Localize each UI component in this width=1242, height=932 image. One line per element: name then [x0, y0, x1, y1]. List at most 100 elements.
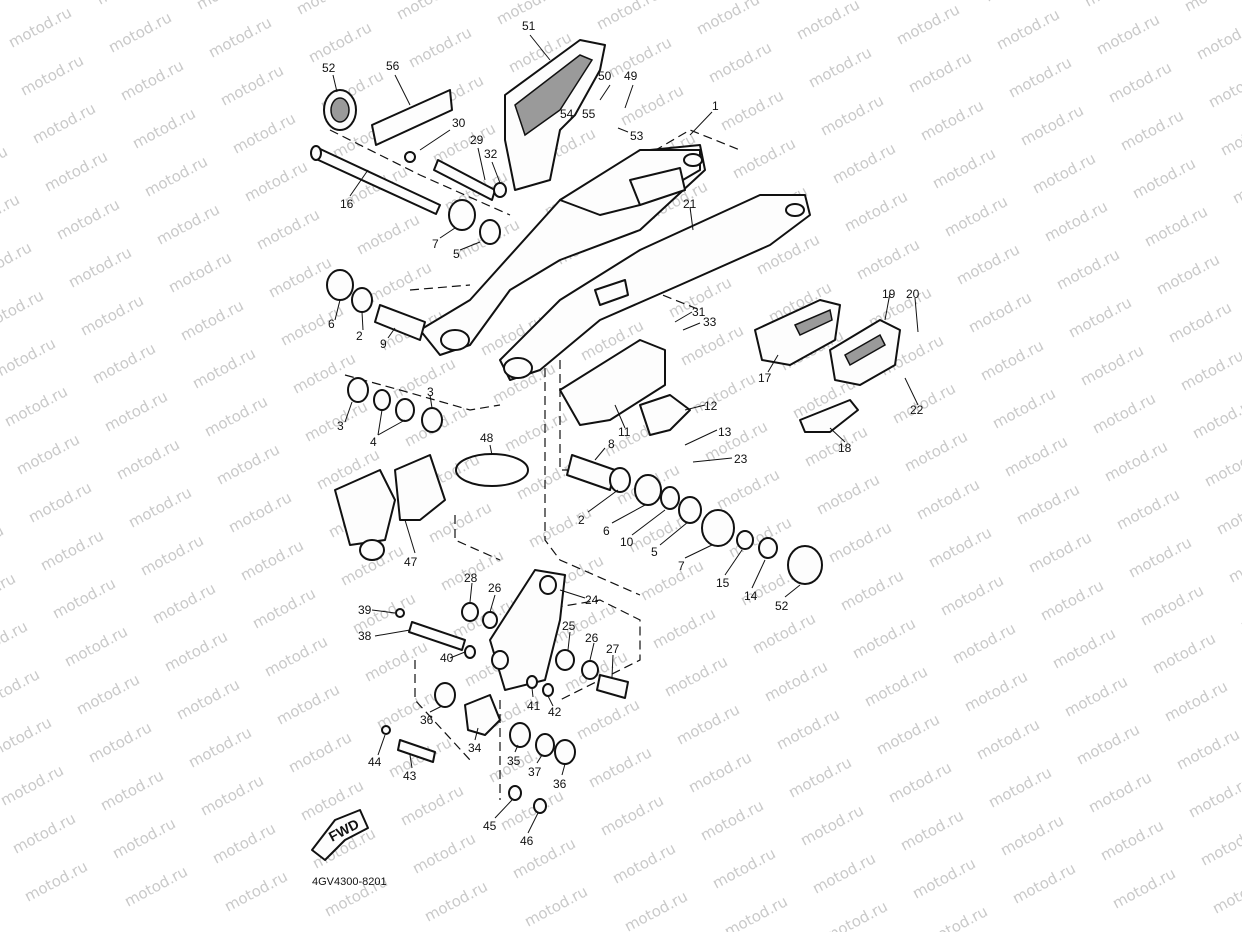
- watermark-text: motod.ru: [221, 867, 290, 915]
- bolts-lower-left: [381, 608, 476, 763]
- callout-41: 41: [527, 699, 541, 713]
- watermark-text: motod.ru: [1101, 437, 1170, 485]
- watermark-text: motod.ru: [253, 205, 322, 253]
- watermark-text: motod.ru: [1001, 432, 1070, 480]
- callout-26-upper: 26: [488, 581, 502, 595]
- callout-1: 1: [712, 99, 719, 113]
- watermark-text: motod.ru: [1041, 197, 1110, 245]
- watermark-text: motod.ru: [797, 801, 866, 849]
- watermark-text: motod.ru: [0, 761, 67, 809]
- callout-8: 8: [608, 437, 615, 451]
- watermark-text: motod.ru: [77, 291, 146, 339]
- watermark-text: motod.ru: [197, 771, 266, 819]
- callout-31: 31: [692, 305, 706, 319]
- watermark-text: motod.ru: [1173, 725, 1242, 773]
- pivot-bearings-right: [566, 454, 823, 585]
- callout-13: 13: [718, 425, 732, 439]
- watermark-text: motod.ru: [525, 503, 594, 551]
- callout-labels: 51 56 52 30 29 32 16 7 5 50 49 54 55 53 …: [322, 19, 924, 848]
- watermark-text: motod.ru: [37, 526, 106, 574]
- watermark-text: motod.ru: [673, 700, 742, 748]
- watermark-text: motod.ru: [917, 96, 986, 144]
- watermark-text: motod.ru: [13, 430, 82, 478]
- watermark-text: motod.ru: [213, 440, 282, 488]
- shock-absorber-part-47: [334, 454, 446, 561]
- watermark-text: motod.ru: [897, 806, 966, 854]
- watermark-text: motod.ru: [0, 617, 31, 665]
- watermark-text: motod.ru: [1165, 298, 1234, 346]
- watermark-text: motod.ru: [0, 0, 63, 4]
- callout-27: 27: [606, 642, 620, 656]
- callout-22: 22: [910, 403, 924, 417]
- callout-36-right: 36: [553, 777, 567, 791]
- watermark-text: motod.ru: [0, 334, 59, 382]
- watermark-text: motod.ru: [173, 675, 242, 723]
- watermark-text: motod.ru: [637, 556, 706, 604]
- watermark-text: motod.ru: [0, 142, 11, 190]
- watermark-text: motod.ru: [1, 382, 70, 430]
- watermark-text: motod.ru: [985, 763, 1054, 811]
- callout-40: 40: [440, 651, 454, 665]
- watermark-text: motod.ru: [1017, 101, 1086, 149]
- callout-32: 32: [484, 147, 498, 161]
- watermark-text: motod.ru: [1053, 245, 1122, 293]
- callout-43: 43: [403, 769, 417, 783]
- watermark-text: motod.ru: [89, 339, 158, 387]
- watermark-text: motod.ru: [1061, 672, 1130, 720]
- watermark-text: motod.ru: [1049, 624, 1118, 672]
- watermark-text: motod.ru: [9, 809, 78, 857]
- watermark-text: motod.ru: [729, 134, 798, 182]
- watermark-text: motod.ru: [165, 248, 234, 296]
- watermark-text: motod.ru: [929, 144, 998, 192]
- watermark-text: motod.ru: [1229, 159, 1242, 207]
- callout-46: 46: [520, 834, 534, 848]
- callout-4: 4: [370, 435, 377, 449]
- watermark-text: motod.ru: [853, 235, 922, 283]
- callout-7-upper: 7: [432, 237, 439, 251]
- callout-50: 50: [598, 69, 612, 83]
- watermark-text: motod.ru: [421, 877, 490, 925]
- watermark-text: motod.ru: [193, 0, 262, 14]
- connecting-rod-part-34: [434, 675, 576, 814]
- watermark-text: motod.ru: [229, 109, 298, 157]
- watermark-text: motod.ru: [141, 152, 210, 200]
- watermark-text: motod.ru: [1197, 821, 1242, 869]
- chain-slider-part-51: [504, 39, 606, 191]
- watermark-text: motod.ru: [397, 781, 466, 829]
- callout-48: 48: [480, 431, 494, 445]
- watermark-text: motod.ru: [1089, 389, 1158, 437]
- watermark-text: motod.ru: [105, 8, 174, 56]
- relay-arm-part-24: [461, 569, 629, 699]
- watermark-text: motod.ru: [93, 0, 162, 9]
- watermark-text: motod.ru: [1097, 816, 1166, 864]
- watermark-text: motod.ru: [1029, 149, 1098, 197]
- watermark-text: motod.ru: [353, 210, 422, 258]
- callout-3-right: 3: [427, 385, 434, 399]
- watermark-text: motod.ru: [849, 614, 918, 662]
- watermark-text: motod.ru: [905, 48, 974, 96]
- watermark-text: motod.ru: [293, 0, 362, 19]
- watermark-text: motod.ru: [1181, 0, 1242, 16]
- watermark-text: motod.ru: [1013, 480, 1082, 528]
- watermark-text: motod.ru: [201, 392, 270, 440]
- watermark-text: motod.ru: [117, 56, 186, 104]
- watermark-text: motod.ru: [649, 604, 718, 652]
- callout-23: 23: [734, 452, 748, 466]
- watermark-text: motod.ru: [685, 748, 754, 796]
- watermark-text: motod.ru: [1201, 442, 1242, 490]
- callout-14: 14: [744, 589, 758, 603]
- watermark-text: motod.ru: [1105, 58, 1174, 106]
- watermark-text: motod.ru: [961, 667, 1030, 715]
- watermark-text: motod.ru: [209, 819, 278, 867]
- watermark-text: motod.ru: [113, 435, 182, 483]
- watermark-text: motod.ru: [713, 465, 782, 513]
- watermark-text: motod.ru: [205, 13, 274, 61]
- watermark-text: motod.ru: [617, 81, 686, 129]
- callout-15: 15: [716, 576, 730, 590]
- watermark-text: motod.ru: [273, 680, 342, 728]
- bracket-part-18: [799, 399, 859, 433]
- watermark-text: motod.ru: [909, 854, 978, 902]
- watermark-text: motod.ru: [305, 18, 374, 66]
- watermark-text: motod.ru: [697, 796, 766, 844]
- watermark-text: motod.ru: [0, 190, 23, 238]
